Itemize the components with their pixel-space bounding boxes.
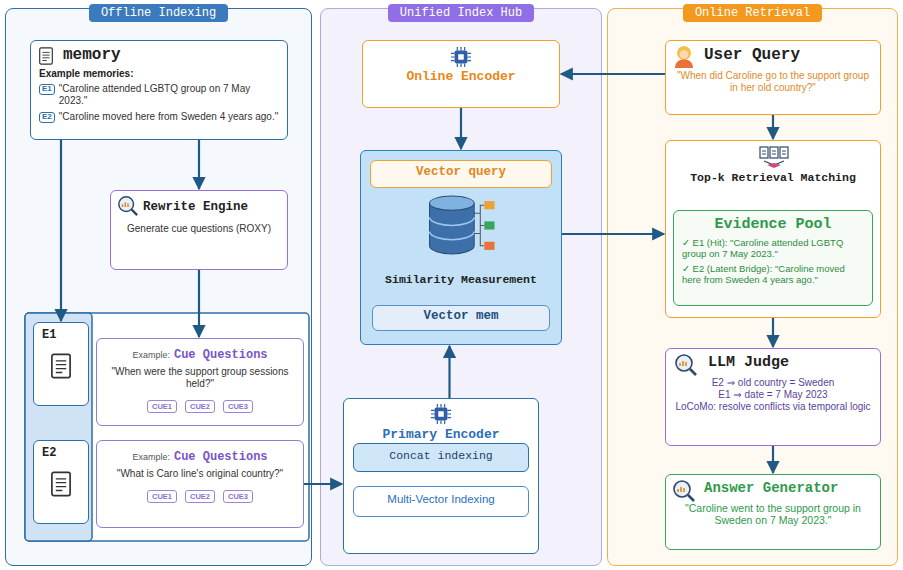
index-box: Similarity Measurement Vector queryVector… bbox=[360, 150, 562, 345]
icon bbox=[425, 193, 497, 259]
icon bbox=[37, 46, 55, 66]
evidence-box: Evidence Pool ✓ E1 (Hit): "Caroline atten… bbox=[673, 210, 873, 306]
icon bbox=[672, 479, 696, 503]
label-text: CUE2 bbox=[185, 490, 215, 503]
cue-box: Example: Cue Questions "What is Caro line'… bbox=[96, 440, 304, 528]
label-text: "What is Caro line's original country?" bbox=[105, 468, 295, 480]
label-text: E2 ⇒ old country = Sweden bbox=[674, 377, 872, 389]
label-text: Vector mem bbox=[376, 309, 546, 324]
label-text: E1 bbox=[39, 84, 55, 95]
label-text: E2 bbox=[39, 112, 55, 123]
label-text: Cue Questions bbox=[174, 348, 268, 362]
label-text: "When did Caroline go to the support gro… bbox=[674, 70, 872, 94]
vector-box: Vector mem bbox=[372, 305, 550, 331]
label-text: Top-k Retrieval Matching bbox=[674, 171, 872, 185]
label-text: CUE1 bbox=[147, 490, 177, 503]
icon bbox=[759, 145, 789, 169]
connector-arrow bbox=[460, 108, 462, 149]
label-text: LoCoMo: resolve conflicts via temporal l… bbox=[674, 401, 872, 413]
label-text: Online Encoder bbox=[371, 69, 551, 85]
label-text: Online Retrieval bbox=[683, 4, 822, 22]
label-text: ✓ E1 (Hit): "Caroline attended LGBTQ gro… bbox=[682, 237, 864, 260]
label-text: Unified Index Hub bbox=[388, 4, 534, 22]
connector-arrow bbox=[561, 73, 665, 75]
answer-box: Answer Generator "Caroline went to the su… bbox=[665, 474, 881, 550]
cue-box: Example: Cue Questions "When were the supp… bbox=[96, 338, 304, 426]
connector-arrow bbox=[772, 318, 774, 347]
index-mode: Concat indexing bbox=[353, 443, 529, 472]
icon bbox=[48, 467, 74, 501]
connector-arrow bbox=[304, 483, 342, 485]
memory-box: memoryExample memories: E1"Caroline atten… bbox=[30, 40, 288, 140]
icon bbox=[674, 353, 698, 377]
label-text: "When were the support group sessions he… bbox=[105, 366, 295, 390]
label-text: Concat indexing bbox=[359, 449, 523, 463]
label-text: E1 bbox=[42, 328, 80, 342]
label-text: memory bbox=[39, 46, 279, 65]
retrieval-box: Top-k Retrieval MatchingEvidence Pool ✓ E… bbox=[665, 140, 881, 318]
label-text: Example: bbox=[132, 452, 170, 462]
label-text: E1 ⇒ date = 7 May 2023 bbox=[674, 389, 872, 401]
label-text: Example: bbox=[132, 350, 170, 360]
label-text: ✓ E2 (Latent Bridge): "Caroline moved he… bbox=[682, 263, 864, 286]
label-text: Evidence Pool bbox=[682, 216, 864, 234]
connector-arrow bbox=[198, 270, 200, 337]
memory-entry: E1 bbox=[33, 322, 89, 406]
label-text: Example memories: bbox=[39, 68, 279, 80]
icon bbox=[450, 46, 472, 68]
connector-arrow bbox=[60, 140, 62, 321]
connector-arrow bbox=[448, 346, 450, 398]
label-text: Rewrite Engine bbox=[119, 200, 279, 215]
connector-arrow bbox=[772, 446, 774, 473]
label-text: "Caroline attended LGBTQ group on 7 May … bbox=[39, 83, 279, 107]
label-text: "Caroline went to the support group in S… bbox=[674, 502, 872, 527]
icon bbox=[430, 403, 452, 425]
icon bbox=[672, 44, 696, 68]
label-text: Similarity Measurement bbox=[369, 273, 553, 287]
label-text: CUE3 bbox=[223, 400, 253, 413]
panel: Offline IndexingmemoryExample memories:E… bbox=[5, 8, 312, 566]
memory-entry: E2 bbox=[33, 440, 89, 524]
label-text: Cue Questions bbox=[174, 450, 268, 464]
process-box: Rewrite EngineGenerate cue questions (RO… bbox=[110, 190, 288, 270]
label-text: Vector query bbox=[375, 165, 547, 180]
icon bbox=[117, 195, 139, 217]
encoder-box: Primary EncoderConcat indexingMulti-Vect… bbox=[343, 398, 539, 554]
label-text: "Caroline moved here from Sweden 4 years… bbox=[39, 111, 279, 123]
label-text: Multi-Vector Indexing bbox=[360, 493, 522, 507]
panel: Online RetrievalUser Query"When did Caro… bbox=[607, 8, 898, 566]
icon bbox=[48, 349, 74, 383]
label-text: Primary Encoder bbox=[352, 427, 530, 443]
vector-box: Vector query bbox=[370, 160, 552, 188]
query-box: User Query "When did Caroline go to the s… bbox=[665, 40, 881, 115]
label-text: Offline Indexing bbox=[89, 4, 228, 22]
label-text: Answer Generator bbox=[674, 480, 872, 497]
label-text: LLM Judge bbox=[674, 354, 872, 372]
judge-box: LLM Judge E2 ⇒ old country = SwedenE1 ⇒ d… bbox=[665, 348, 881, 446]
label-text: CUE2 bbox=[185, 400, 215, 413]
label-text: E2 bbox=[42, 446, 80, 460]
label-text: User Query bbox=[674, 46, 872, 65]
index-mode: Multi-Vector Indexing bbox=[353, 486, 529, 517]
label-text: CUE3 bbox=[223, 490, 253, 503]
label-text: Generate cue questions (ROXY) bbox=[119, 223, 279, 235]
connector-arrow bbox=[198, 140, 200, 189]
connector-arrow bbox=[772, 115, 774, 139]
encoder-box: Online Encoder bbox=[362, 40, 560, 108]
label-text: CUE1 bbox=[147, 400, 177, 413]
panel: Unified Index HubOnline EncoderSimilarit… bbox=[320, 8, 602, 566]
connector-arrow bbox=[562, 233, 664, 235]
